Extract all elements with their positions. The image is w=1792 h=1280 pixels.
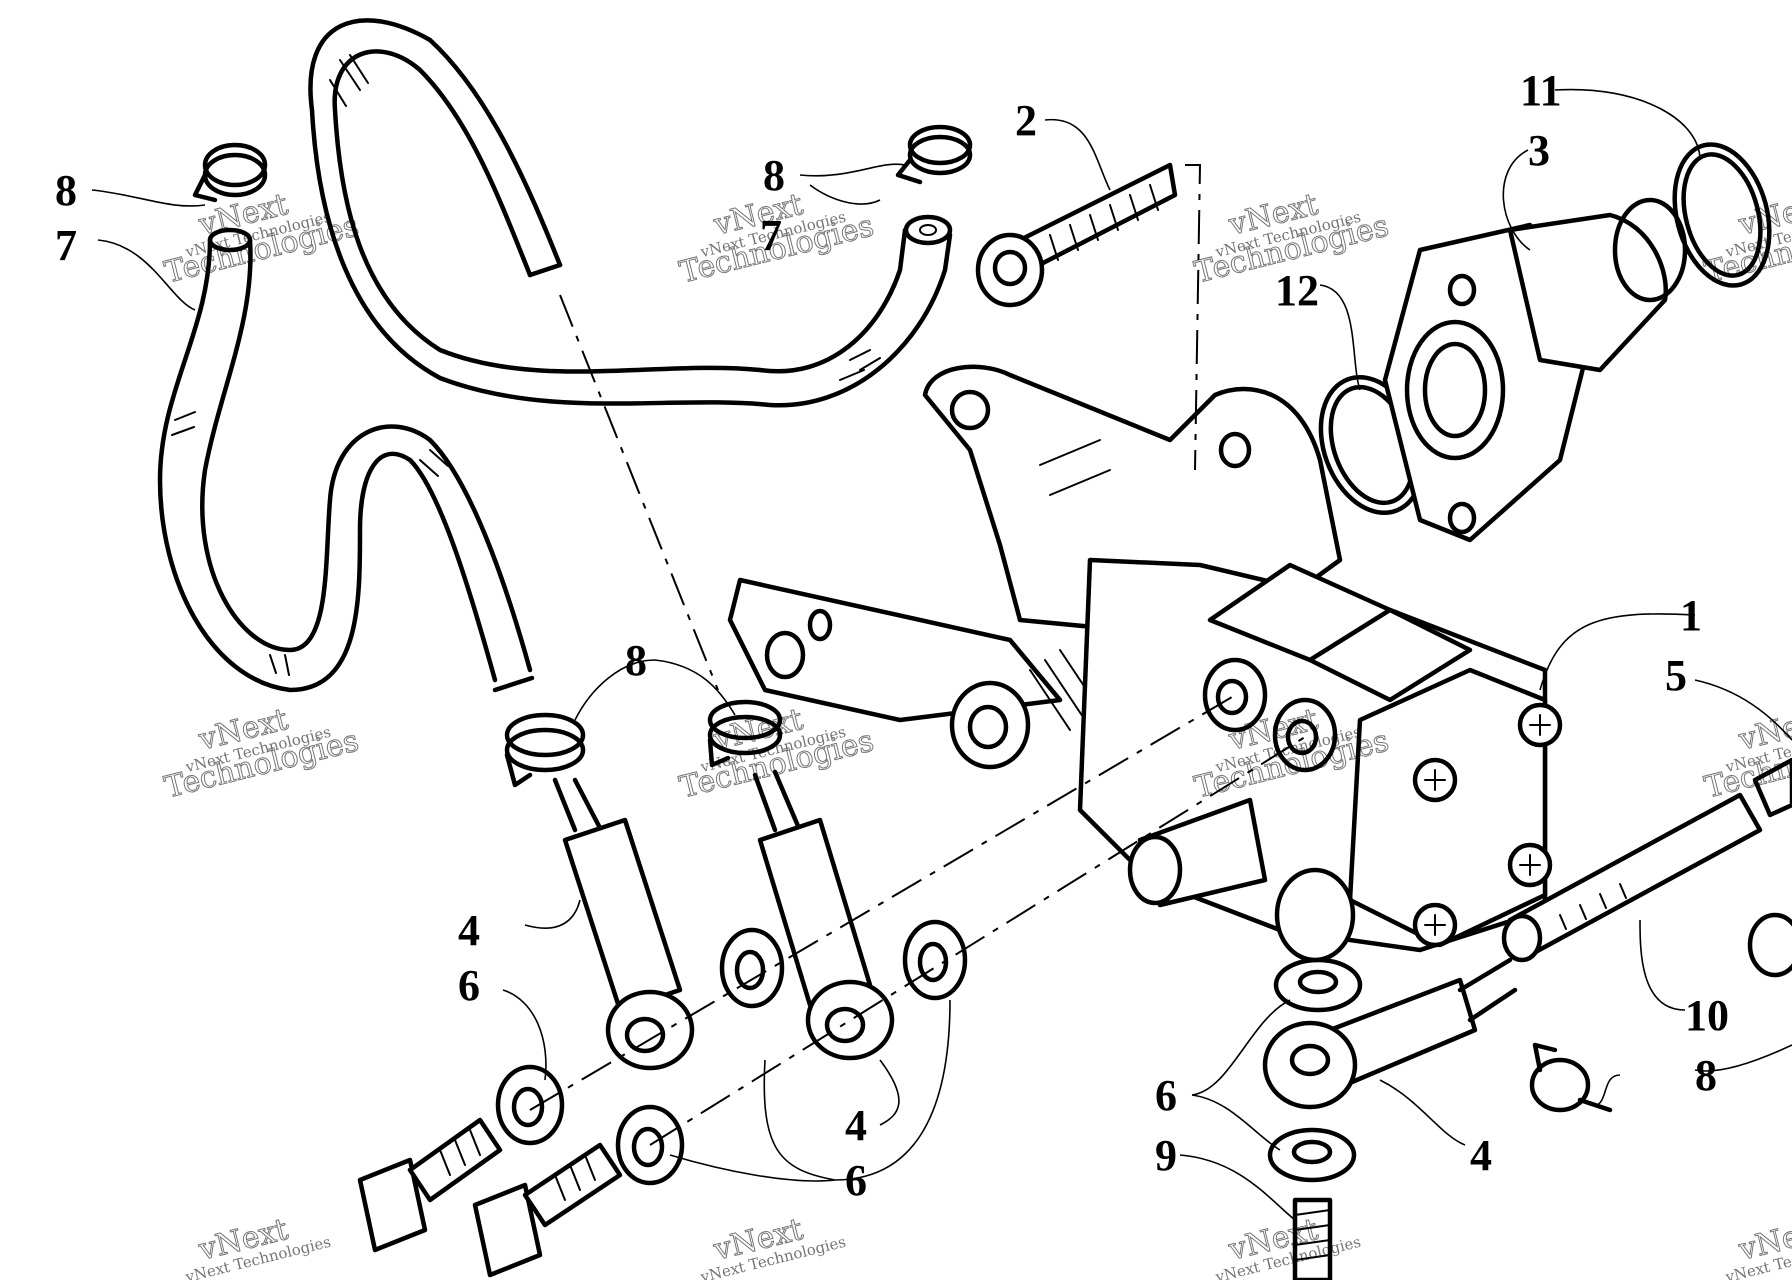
fitting-5: [1752, 757, 1792, 818]
clamp-top-middle: [895, 124, 973, 185]
callout-9: 9: [1155, 1131, 1177, 1180]
clamp-right-edge: [1747, 912, 1792, 978]
clamp-top-left: [192, 142, 268, 203]
watermark: vNext vNext Technologies: [1213, 1212, 1363, 1280]
watermark: vNext vNext Technologies: [183, 1212, 333, 1280]
hose-left: [157, 227, 535, 693]
banjo-bolts: [357, 1117, 1333, 1280]
callout-11: 11: [1520, 66, 1562, 115]
callout-4-left: 4: [458, 906, 480, 955]
callout-6-middle: 6: [845, 1156, 867, 1205]
callout-8-top-middle: 8: [763, 151, 785, 200]
watermark: vNext Technologies vNext Technologies: [1701, 702, 1792, 806]
watermark: vNext vNext Technologies: [1723, 1212, 1792, 1280]
washers: [495, 919, 1363, 1186]
banjo-fitting-left: [552, 777, 695, 1071]
clamp-bottom-right: [1529, 1042, 1613, 1113]
callout-8-middle: 8: [625, 636, 647, 685]
clamp-mid-left: [504, 712, 586, 788]
callout-3: 3: [1528, 126, 1550, 175]
callout-4-right: 4: [1470, 1131, 1492, 1180]
banjo-fitting-right: [1262, 957, 1518, 1110]
mounting-bolt: [975, 162, 1178, 308]
hose-long: [308, 18, 953, 408]
callout-4-middle: 4: [845, 1101, 867, 1150]
watermark: vNext Technologies vNext Technologies: [1701, 187, 1792, 291]
callout-1: 1: [1680, 591, 1702, 640]
callout-5: 5: [1665, 651, 1687, 700]
o-ring-11: [1672, 142, 1772, 288]
banjo-fitting-middle: [752, 769, 895, 1061]
assembly-center-lines: [529, 164, 1306, 1146]
callout-6-right: 6: [1155, 1071, 1177, 1120]
callout-6-left: 6: [458, 961, 480, 1010]
callout-7-left: 7: [55, 221, 77, 270]
callout-12: 12: [1275, 266, 1319, 315]
callout-7-middle: 7: [760, 211, 782, 260]
watermark: vNext vNext Technologies: [698, 1212, 848, 1280]
pin-10: [1501, 792, 1763, 963]
flange-housing: [1382, 197, 1688, 543]
leader-lines: [91, 88, 1792, 1221]
oil-pump-body: [727, 364, 1563, 963]
clamp-mid-right: [707, 699, 783, 768]
callout-8-top-left: 8: [55, 166, 77, 215]
callout-labels: 1 2 3 4 4 4 5 6 6 6 7 7 8 8 8 8 9 10 11 …: [55, 66, 1729, 1205]
callout-8-bottom-right: 8: [1695, 1051, 1717, 1100]
callout-10: 10: [1685, 991, 1729, 1040]
watermark: vNext Technologies vNext Technologies: [161, 702, 363, 806]
callout-2: 2: [1015, 96, 1037, 145]
